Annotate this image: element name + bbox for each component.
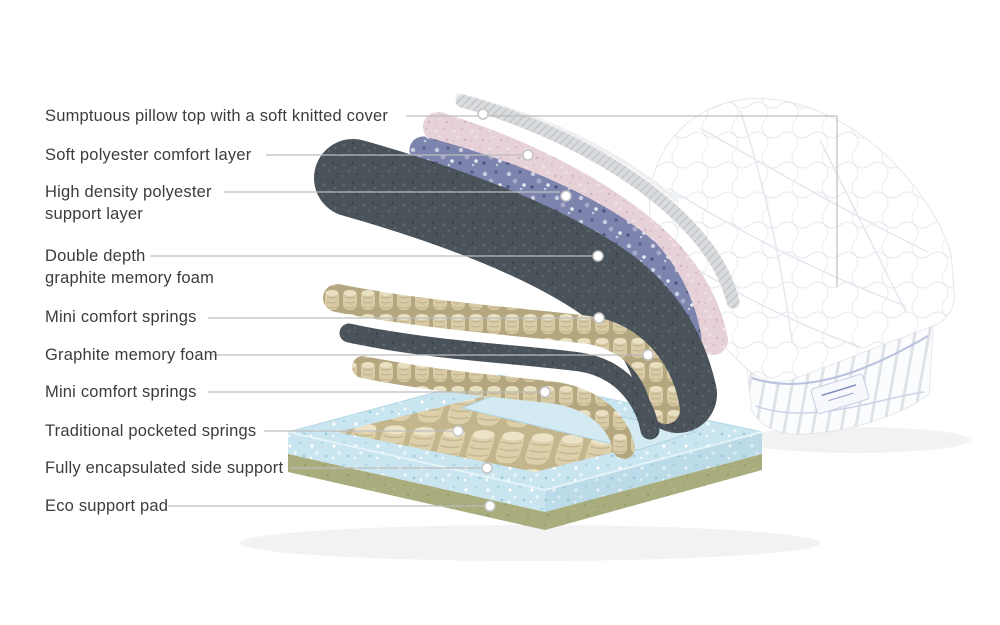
double-depth-foam-layer [314,139,717,433]
leader-mini-springs-lower [208,386,551,398]
marker-dot [484,500,496,512]
leader-eco-pad [168,500,496,512]
layer-label-pocketed-springs: Traditional pocketed springs [45,422,257,440]
ribbed-border-band [746,325,934,435]
leader-support-layer [224,190,572,202]
eco-pad-front-right [545,454,762,530]
pocketed-springs [338,392,695,472]
marker-dot [642,349,654,361]
layer-label-eco-pad: Eco support pad [45,497,169,515]
layer-label-double-depth-foam: Double depth graphite memory foam [45,247,215,287]
marker-dot [560,190,572,202]
eco-pad-front-left [288,454,545,530]
leader-lines [150,108,838,512]
layer-label-side-support: Fully encapsulated side support [45,459,284,477]
side-support-front-right [545,432,762,512]
layer-label-graphite-foam: Graphite memory foam [45,346,218,364]
layer-label-mini-springs-upper: Mini comfort springs [45,308,197,326]
comfort-layer-pink [423,112,728,355]
base-front-edge-highlight [287,431,763,492]
marker-dot [452,425,464,437]
marker-dot [593,312,605,324]
marker-dot [477,108,489,120]
leader-pillow-top [406,108,838,287]
marker-dot [592,250,604,262]
layer-label-pillow-top: Sumptuous pillow top with a soft knitted… [45,107,389,125]
leader-graphite-foam [212,349,654,361]
leader-pocketed-springs [264,425,464,437]
mini-springs-layer-upper [323,284,680,424]
border-tape-top [751,335,929,386]
border-tape-bottom [755,391,925,414]
marker-dot [481,462,493,474]
layer-label-mini-springs-lower: Mini comfort springs [45,383,197,401]
spring-top-pad [460,391,697,451]
marker-dot [539,386,551,398]
leader-comfort-layer [266,149,534,161]
base-unit [287,374,763,530]
layer-label-support-layer: High density polyester support layer [45,183,212,223]
graphite-foam-layer [339,323,660,440]
leader-mini-springs-upper [208,312,605,324]
leader-double-depth-foam [150,250,604,262]
finished-mattress [649,98,955,435]
brand-badge [810,373,870,415]
leader-side-support [290,462,493,474]
knitted-cover-layer [455,94,740,309]
layer-label-comfort-layer: Soft polyester comfort layer [45,146,252,164]
marker-dot [522,149,534,161]
side-support-shade [545,432,762,512]
side-support-front-left [288,432,545,512]
quilted-top [649,98,955,383]
